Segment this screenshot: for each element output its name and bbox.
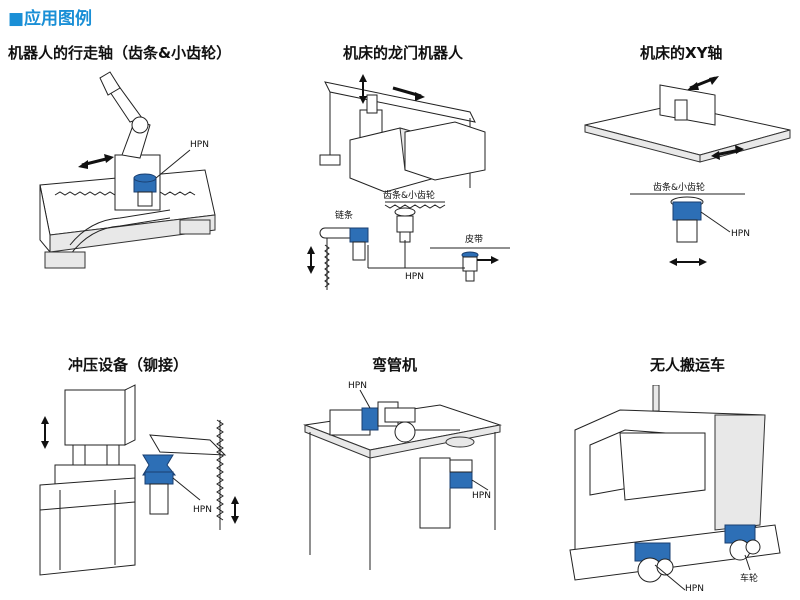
section-header: ■应用图例 — [8, 4, 93, 29]
agv-illustration: HPN 车轮 — [569, 385, 781, 594]
caption-pipe-bender: 弯管机 — [372, 356, 418, 374]
label-rack-pinion: 齿条&小齿轮 — [383, 189, 435, 201]
caption-press-riveting: 冲压设备（铆接） — [68, 356, 189, 374]
caption-robot-travel-axis: 机器人的行走轴（齿条&小齿轮） — [8, 44, 232, 62]
label-chain: 链条 — [335, 209, 353, 221]
caption-xy-axis: 机床的XY轴 — [640, 44, 723, 62]
robot-travel-axis-illustration: HPN — [39, 71, 216, 269]
xy-axis-illustration: 齿条&小齿轮 HPN — [584, 76, 791, 266]
gantry-robot-illustration: 齿条&小齿轮 链条 皮带 HPN — [307, 74, 510, 290]
pipe-bender-illustration: HPN HPN — [303, 381, 502, 570]
label-hpn-bottom: HPN — [472, 491, 491, 501]
label-hpn-top: HPN — [348, 381, 367, 391]
label-belt: 皮带 — [465, 233, 483, 245]
label-hpn: HPN — [685, 584, 704, 594]
label-hpn: HPN — [190, 140, 209, 150]
label-wheel: 车轮 — [740, 572, 758, 584]
label-hpn: HPN — [405, 272, 424, 282]
caption-agv: 无人搬运车 — [650, 356, 726, 374]
label-hpn: HPN — [193, 505, 212, 515]
label-rack-pinion: 齿条&小齿轮 — [653, 181, 705, 193]
label-hpn: HPN — [731, 229, 750, 239]
section-title: ■应用图例 — [8, 8, 93, 29]
press-riveting-illustration: HPN — [39, 384, 239, 576]
caption-gantry-robot: 机床的龙门机器人 — [343, 44, 464, 62]
